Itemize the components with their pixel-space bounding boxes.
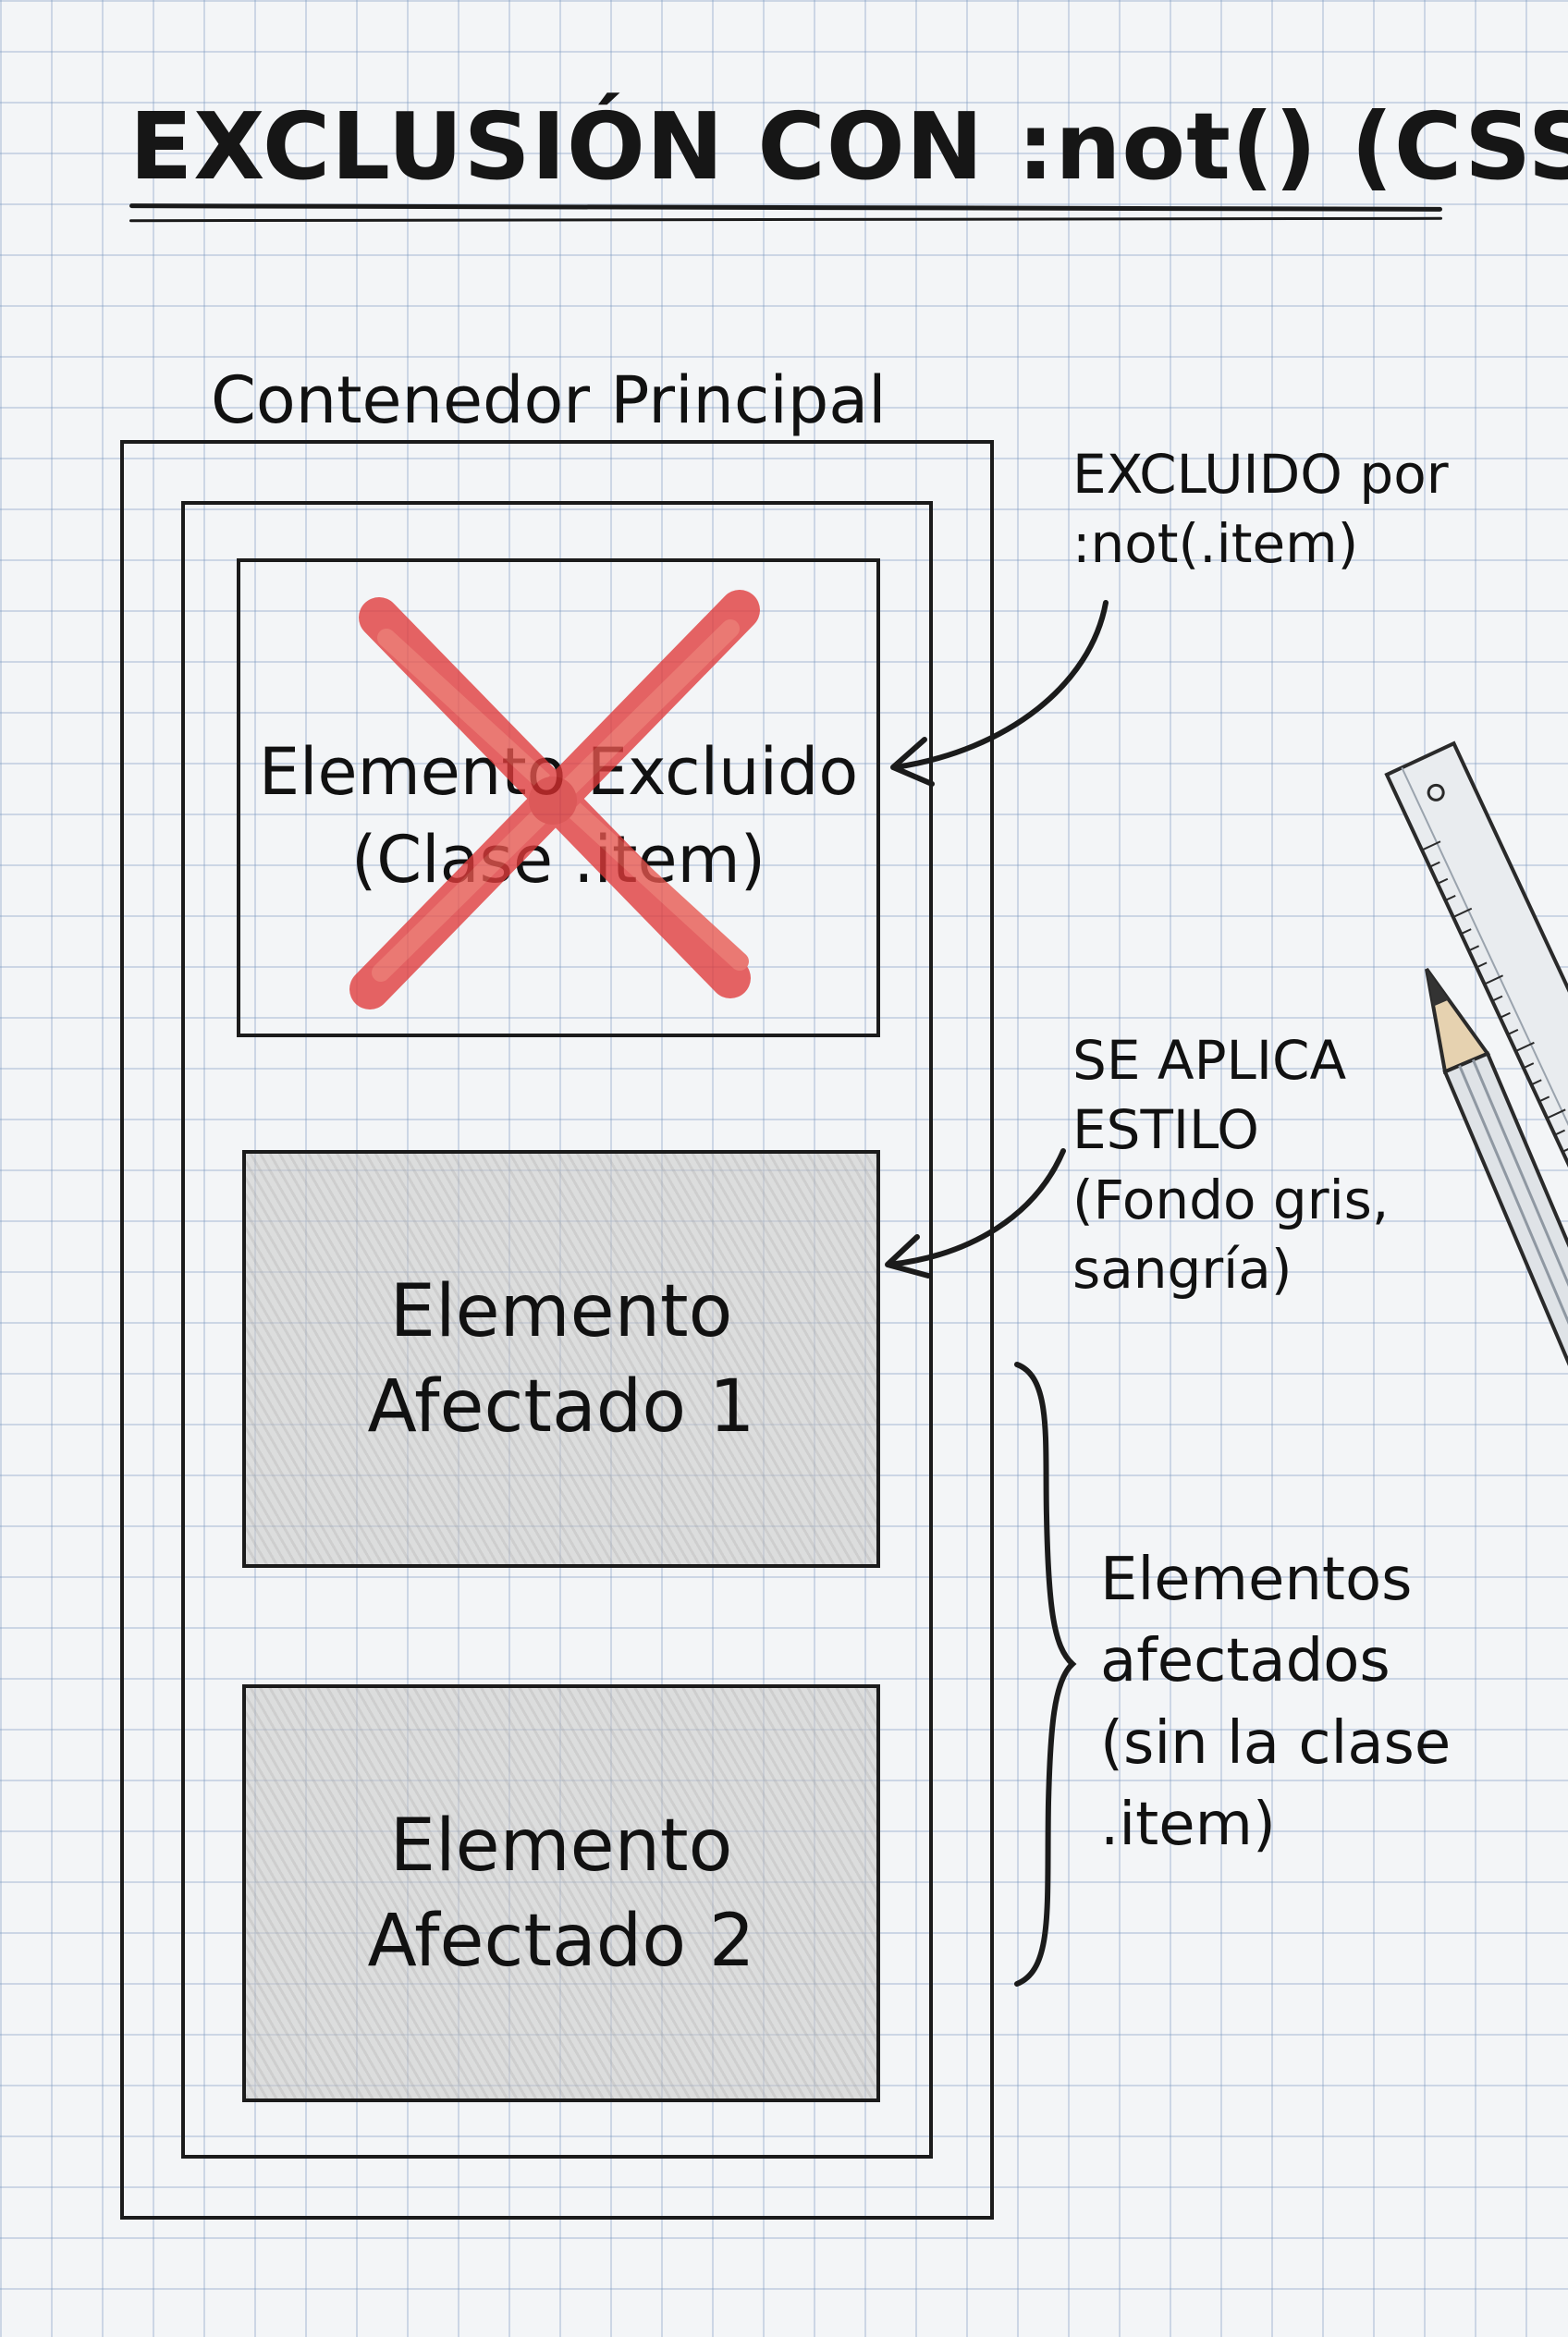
arrow-excluded <box>890 600 1109 787</box>
affected-element-2-text: Elemento Afectado 2 <box>246 1799 876 1989</box>
annotation-affected-elements: Elementos afectados (sin la clase .item) <box>1100 1539 1451 1866</box>
affected-element-box-1: Elemento Afectado 1 <box>242 1150 880 1568</box>
cross-mark-icon <box>349 590 760 1009</box>
annotation-affected-line2: afectados <box>1100 1627 1390 1696</box>
page-title: EXCLUSIÓN CON :not() (CSS) <box>129 92 1568 201</box>
affected-element-2-line2: Afectado 2 <box>367 1899 755 1983</box>
annotation-style-line4: sangría) <box>1072 1238 1292 1302</box>
container-label: Contenedor Principal <box>211 362 887 438</box>
pencil-icon <box>1425 968 1568 1841</box>
affected-element-1-line2: Afectado 1 <box>367 1364 755 1449</box>
curly-brace <box>1014 1362 1077 1987</box>
affected-element-box-2: Elemento Afectado 2 <box>242 1684 880 2102</box>
annotation-affected-line4: .item) <box>1100 1790 1276 1859</box>
annotation-affected-line3: (sin la clase <box>1100 1708 1452 1778</box>
annotation-style-line2: ESTILO <box>1072 1098 1259 1162</box>
affected-element-2-line1: Elemento <box>389 1805 733 1888</box>
ruler-icon <box>1384 740 1568 1532</box>
arrow-style-applied <box>885 1148 1066 1279</box>
annotation-affected-line1: Elementos <box>1100 1546 1413 1614</box>
affected-element-1-line1: Elemento <box>389 1270 733 1353</box>
main-container-outer <box>120 440 994 2220</box>
annotation-excluded-line1: EXCLUIDO por <box>1072 443 1449 506</box>
main-container-inner <box>181 501 933 2159</box>
annotation-style-line1: SE APLICA <box>1072 1029 1347 1092</box>
annotation-excluded-line2: :not(.item) <box>1072 512 1359 576</box>
annotation-style-applied: SE APLICA ESTILO (Fondo gris, sangría) <box>1072 1026 1389 1305</box>
affected-element-1-text: Elemento Afectado 1 <box>246 1265 876 1455</box>
excluded-element-class: (Clase .item) <box>350 821 766 898</box>
annotation-excluded: EXCLUIDO por :not(.item) <box>1072 440 1449 580</box>
annotation-style-line3: (Fondo gris, <box>1072 1168 1390 1231</box>
